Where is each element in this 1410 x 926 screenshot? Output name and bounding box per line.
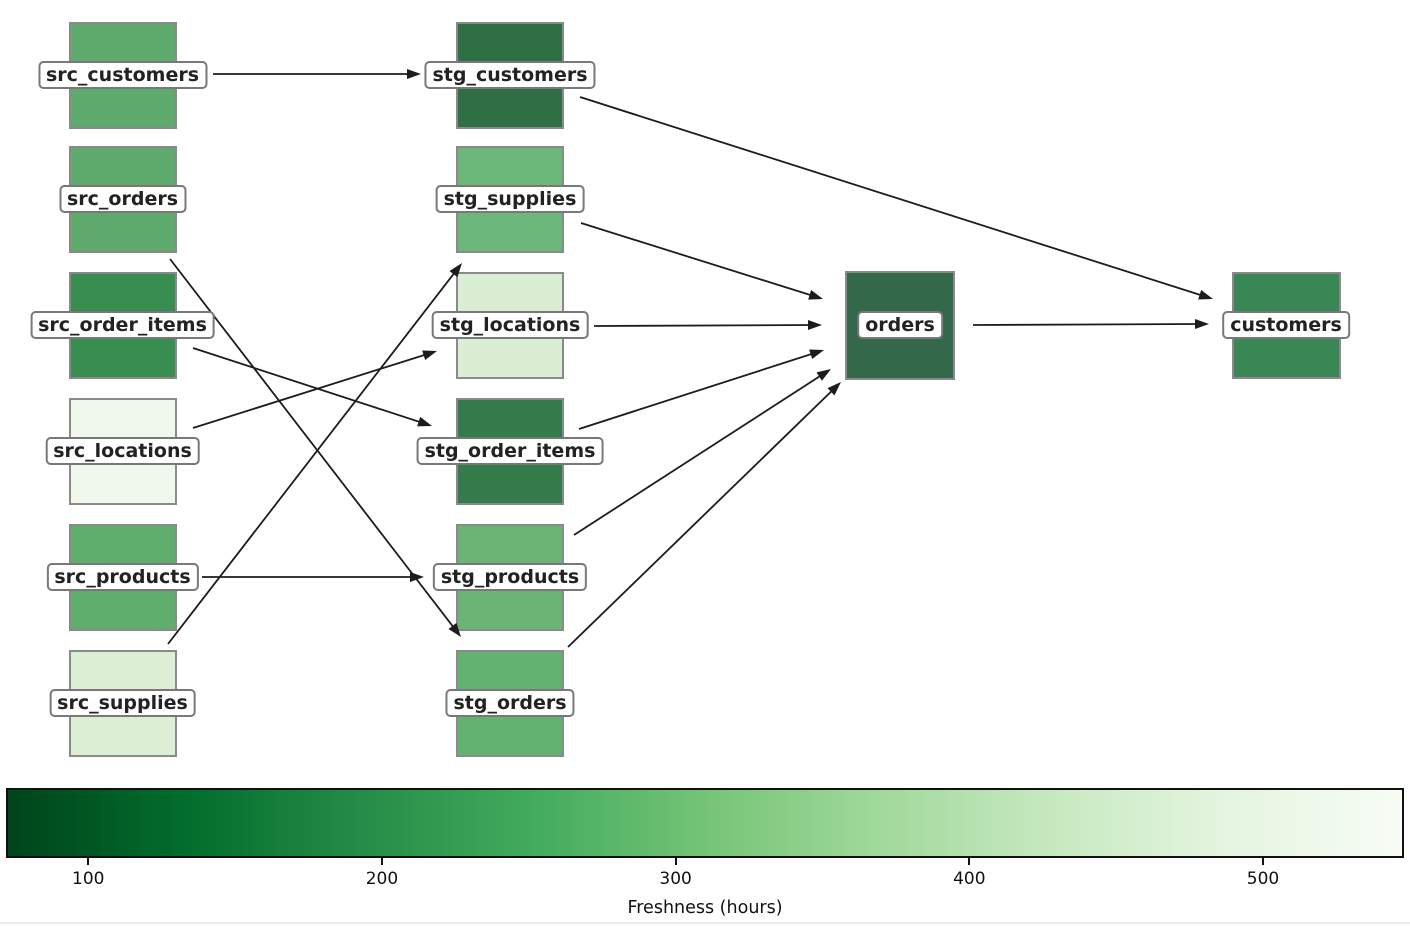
arrowhead-stg_supplies-to-orders (808, 290, 823, 300)
node-label-src_products: src_products (46, 563, 199, 591)
edge-stg_locations-to-orders (593, 324, 816, 327)
freshness-colorbar (6, 788, 1404, 858)
node-label-stg_supplies: stg_supplies (435, 185, 585, 213)
figure-bottom-border (0, 922, 1410, 924)
colorbar-tick-400 (968, 858, 971, 865)
node-label-stg_orders: stg_orders (445, 689, 575, 717)
node-label-src_customers: src_customers (37, 61, 208, 89)
colorbar-tick-300 (674, 858, 677, 865)
edge-stg_products-to-orders (573, 372, 826, 536)
arrowhead-stg_locations-to-orders (807, 320, 822, 331)
node-label-stg_products: stg_products (432, 563, 588, 591)
colorbar-tick-200 (380, 858, 383, 865)
arrowhead-orders-to-customers (1194, 319, 1209, 330)
colorbar-tick-100 (87, 858, 90, 865)
arrowhead-src_orders-to-stg_orders (448, 622, 461, 637)
colorbar-ticklabel-500: 500 (1246, 869, 1280, 889)
node-label-orders: orders (857, 311, 943, 339)
arrowhead-src_customers-to-stg_customers (407, 69, 421, 79)
node-label-customers: customers (1222, 311, 1350, 339)
node-label-src_locations: src_locations (45, 437, 200, 465)
node-label-src_supplies: src_supplies (49, 689, 196, 717)
edge-src_locations-to-stg_locations (192, 352, 431, 429)
colorbar-ticklabel-200: 200 (365, 869, 399, 889)
arrowhead-stg_orders-to-orders (827, 382, 841, 396)
node-label-stg_locations: stg_locations (431, 311, 589, 339)
edge-src_supplies-to-stg_supplies (167, 267, 459, 645)
edge-stg_supplies-to-orders (580, 222, 817, 298)
arrowhead-src_products-to-stg_products (410, 572, 424, 582)
edge-orders-to-customers (972, 323, 1203, 326)
edge-src_orders-to-stg_orders (169, 258, 458, 633)
node-label-stg_order_items: stg_order_items (416, 437, 604, 465)
edge-src_order_items-to-stg_order_items (192, 347, 426, 425)
arrowhead-src_locations-to-stg_locations (422, 350, 437, 360)
arrowhead-src_order_items-to-stg_order_items (417, 416, 432, 427)
freshness-axis-label: Freshness (hours) (627, 898, 783, 918)
node-label-src_orders: src_orders (58, 185, 187, 213)
colorbar-tick-500 (1262, 858, 1265, 865)
edge-stg_orders-to-orders (567, 386, 837, 648)
arrowhead-stg_order_items-to-orders (809, 349, 824, 360)
colorbar-ticklabel-300: 300 (659, 869, 692, 889)
colorbar-ticklabel-400: 400 (953, 869, 986, 889)
edge-stg_customers-to-customers (579, 96, 1207, 298)
node-label-src_order_items: src_order_items (30, 311, 215, 339)
arrowhead-stg_products-to-orders (816, 369, 831, 381)
colorbar-ticklabel-100: 100 (72, 869, 105, 889)
arrowhead-stg_customers-to-customers (1198, 289, 1213, 300)
edge-stg_order_items-to-orders (578, 351, 818, 430)
arrowhead-src_supplies-to-stg_supplies (449, 263, 462, 278)
node-label-stg_customers: stg_customers (424, 61, 596, 89)
